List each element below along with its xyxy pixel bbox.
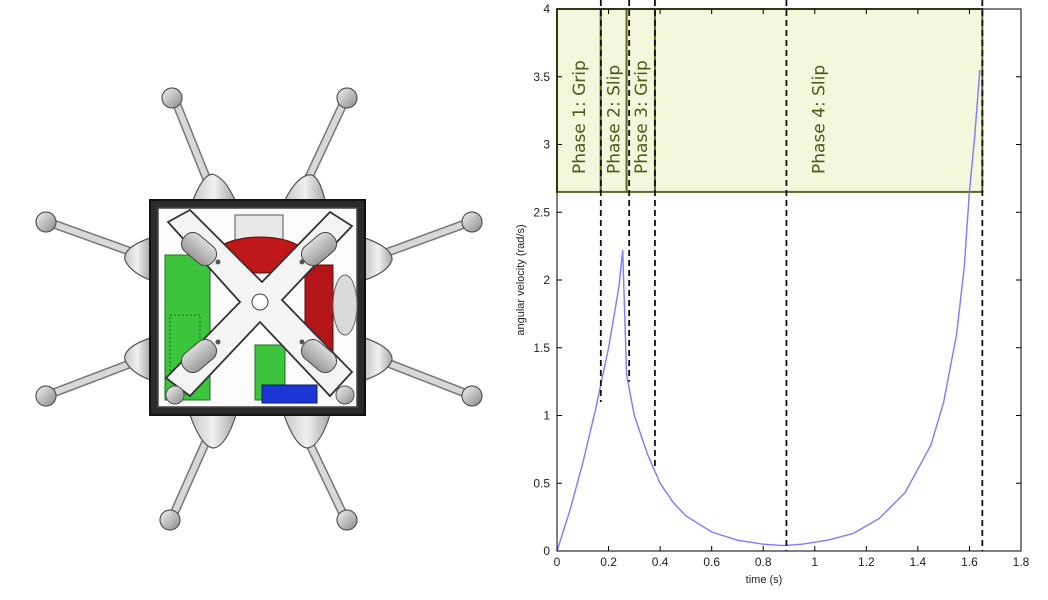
- x-axis-label: time (s): [746, 574, 783, 586]
- x-tick-label-6: 1.2: [858, 555, 875, 569]
- phase-label-2: Phase 2: Slip: [605, 65, 625, 174]
- angular-velocity-chart: Phase 1: Grip Phase 2: Slip Phase 3: Grip P…: [515, 0, 1030, 586]
- y-tick-label-4: 2: [543, 273, 550, 287]
- y-tick-label-0: 0: [543, 544, 550, 558]
- dashed-lines: [599, 0, 984, 551]
- y-axis-label: angular velocity (rad/s): [515, 224, 527, 335]
- x-tick-label-7: 1.4: [910, 555, 927, 569]
- phase-box-2: [599, 8, 628, 193]
- y-tick-label-7: 3.5: [533, 70, 550, 84]
- x-tick-label-1: 0.2: [600, 555, 617, 569]
- y-tick-label-6: 3: [543, 138, 550, 152]
- y-tick-label-2: 1: [543, 409, 550, 423]
- x-tick-label-9: 1.8: [1013, 555, 1030, 569]
- robot-body: [149, 199, 366, 416]
- y-tick-label-3: 1.5: [533, 341, 550, 355]
- series-line-1: [556, 69, 981, 552]
- x-tick-label-4: 0.8: [755, 555, 772, 569]
- x-tick-label-8: 1.6: [961, 555, 978, 569]
- x-tick-label-2: 0.4: [652, 555, 669, 569]
- phase-layer: Phase 1: Grip Phase 2: Slip Phase 3: Grip P…: [556, 8, 984, 193]
- phase-box-4: [653, 8, 984, 193]
- phase-label-4: Phase 4: Slip: [810, 65, 830, 174]
- phase-label-1: Phase 1: Grip: [570, 60, 590, 174]
- x-tick-label-5: 1: [811, 555, 818, 569]
- tick-layer: 0 0.2 0.4 0.6 0.8 1 1.2 1.4 1.6 1.8 0 0.5 1 1.5 2 2.5 3 3…: [533, 2, 1029, 569]
- x-tick-label-0: 0: [554, 555, 561, 569]
- legs: [35, 87, 483, 531]
- curve-layer: [556, 69, 981, 552]
- y-tick-label-1: 0.5: [533, 476, 550, 490]
- phase-label-3: Phase 3: Grip: [632, 60, 652, 174]
- y-tick-label-5: 2.5: [533, 205, 550, 219]
- y-tick-label-8: 4: [543, 2, 550, 16]
- robot-render-image: [35, 87, 483, 531]
- x-tick-label-3: 0.6: [703, 555, 720, 569]
